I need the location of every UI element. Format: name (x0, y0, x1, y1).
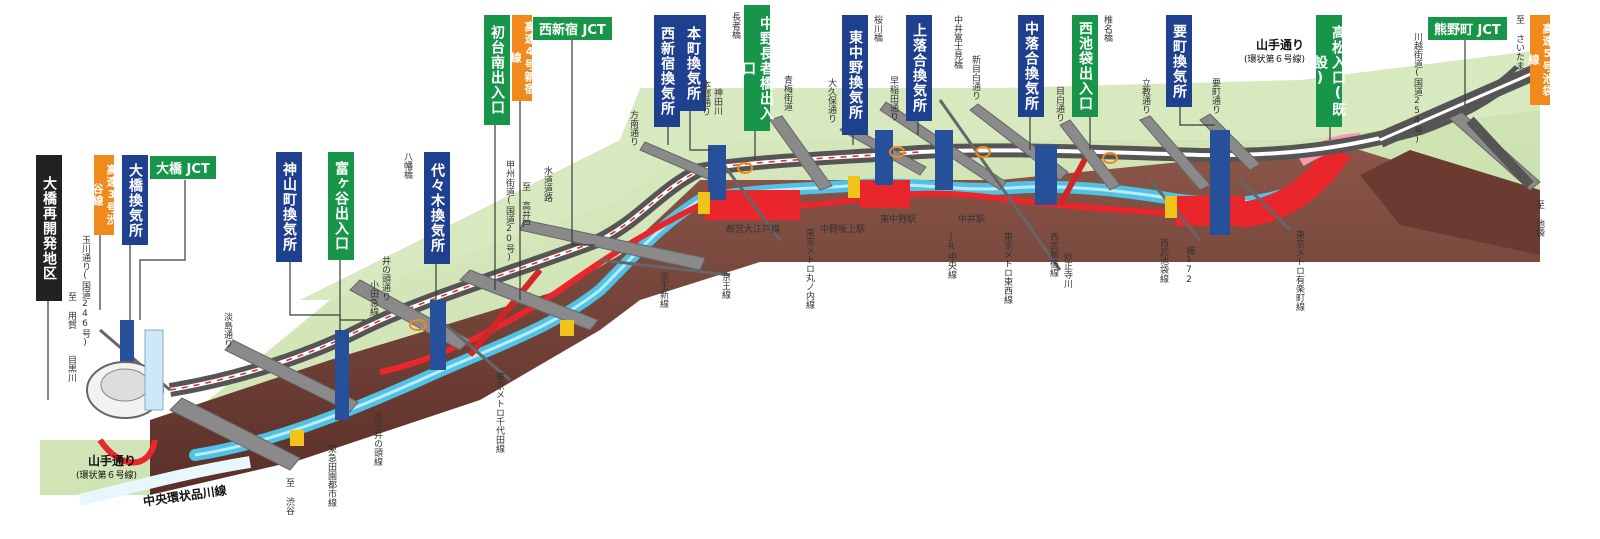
shinmejiro-label: 新目白通り (970, 55, 980, 100)
seibu-ike-label: 西武池袋線 (1158, 238, 1168, 283)
nakai-label: 中井駅 (958, 215, 986, 225)
ohashi-jct-loop (78, 329, 251, 506)
to-shibuya-label: 至 渋谷 (284, 478, 294, 515)
leader-lines (47, 35, 1541, 400)
to-ikebukuro-label: 至 池袋 (1534, 200, 1544, 237)
nakano-chojabashi-label: 中野長者橋出入口 (740, 5, 774, 131)
kumanocho-jct-label: 熊野町 JCT (1428, 17, 1507, 40)
shuto4-label: 高速4号新宿線 (509, 15, 536, 101)
shuto5-label: 高速5号池袋線 (1527, 15, 1554, 105)
nakaochiai-vent-label: 中落合換気所 (1018, 15, 1044, 117)
odakyu-label: 小田急線 (368, 280, 378, 316)
portals (290, 176, 1177, 446)
inokashira-dori-label: 井の頭通り (380, 256, 390, 301)
keio-new-label: 京王新線 (658, 272, 668, 308)
rikkyo-label: 立教通り (1140, 78, 1150, 114)
keio-label: 京王線 (720, 272, 730, 299)
shuto3-label: 高速3号渋谷線 (91, 155, 118, 235)
ohashi-vent-label: 大橋換気所 (122, 155, 148, 245)
seibu-shinjuku-label: 西武新宿線 (1048, 232, 1058, 277)
ohashi-jct-label: 大橋 JCT (150, 156, 216, 179)
ome-label: 青梅街道 (782, 75, 792, 111)
takamatsu-ramp (1238, 142, 1351, 228)
koshu-label: 甲州街道(国道20号) (504, 160, 514, 263)
sakuragawa-label: 桜川橋 (872, 15, 882, 42)
mejiro-label: 目白通り (1054, 86, 1064, 122)
to-saitama-label: 至 さいたま (1514, 15, 1524, 70)
kawagoe-label: 川越街道(国道254号) (1412, 32, 1422, 145)
r172-label: 補172 (1184, 246, 1194, 285)
tozai-label: 東京メトロ東西線 (1002, 232, 1012, 304)
earth-section (150, 150, 1540, 495)
kamiochiai-vent-label: 上落合換気所 (906, 15, 932, 121)
oedo-label: 都営大江戸線 (726, 225, 781, 235)
nishiikebukuro-label: 西池袋出入口 (1072, 15, 1098, 117)
to-yoga-label: 至 用賀 (66, 292, 76, 329)
jr-chuo-label: JR中央線 (946, 232, 956, 279)
tamagawa-label: 玉川通り(国道246号) (80, 235, 90, 348)
railways (99, 99, 1292, 392)
yoyogi-vent-label: 代々木換気所 (424, 152, 450, 264)
chojabashi-label: 長者橋 (730, 12, 740, 39)
suido-label: 水道道路 (542, 166, 552, 202)
vent-towers (120, 130, 1230, 420)
kandagawa-label: 神田川 (712, 88, 722, 115)
wasedadori-label: 早稲田通り (888, 76, 898, 121)
shiina-label: 椎名橋 (1102, 15, 1112, 42)
yamate-bottom-sub: (環状第６号線) (76, 471, 138, 481)
orange-markers (409, 146, 1118, 331)
yurakucho-label: 東京メトロ有楽町線 (1294, 230, 1304, 311)
earth-right (1360, 150, 1540, 255)
red-connector-b (1057, 148, 1093, 207)
hachiman-label: 八幡橋 (402, 152, 412, 179)
ohashi-redevelopment-label: 大橋再開発地区 (36, 155, 62, 301)
kamiyama-vent-label: 神山町換気所 (276, 152, 302, 262)
nishishinjuku-vent-label: 西新宿換気所 (654, 15, 680, 127)
nakai-fuji-label: 中井富士見橋 (952, 15, 962, 69)
upper-grass (300, 50, 1540, 300)
kaname-dori-label: 要町通り (1210, 78, 1220, 114)
kanamecho-vent-label: 要町換気所 (1166, 15, 1192, 107)
hoshida-label: 方南通り (628, 110, 638, 146)
higashinakano-vent-label: 東中野換気所 (842, 15, 868, 135)
nakanosakaue-label: 中野坂上駅 (820, 225, 866, 235)
tomigaya-label: 富ヶ谷出入口 (328, 152, 354, 260)
chiyoda-label: 東京メトロ千代田線 (494, 372, 504, 453)
keio-inokashira-label: 京王井の頭線 (372, 412, 382, 466)
meguro-label: 目黒川 (66, 355, 76, 382)
hatsudai-label: 初台南出入口 (484, 15, 510, 125)
tunnel-red (379, 190, 1231, 375)
okubo-label: 大久保通り (826, 78, 836, 123)
awashima-label: 淡島通り (222, 312, 232, 348)
higashinakano-label: 東中野駅 (880, 215, 917, 225)
to-takaido-label: 至 高井戸 (520, 182, 530, 228)
myoshoji-label: 妙正寺川 (1062, 252, 1072, 288)
yamate-top-sub: (環状第６号線) (1244, 55, 1306, 65)
tokyu-label: 東急田園都市線 (326, 444, 336, 507)
kumanocho-jct (1376, 62, 1544, 189)
honmachi-dori-label: 本郷通り (700, 80, 710, 116)
yamate-bottom-label: 山手通り (88, 454, 137, 468)
nishishinjuku-jct-label: 西新宿 JCT (533, 17, 612, 40)
takamatsu-label: 高松入口(既設) (1312, 15, 1346, 127)
marunouchi-label: 東京メトロ丸ノ内線 (804, 228, 814, 309)
honmachi-vent-label: 本町換気所 (680, 15, 706, 111)
red-connector-a (467, 268, 543, 357)
yamate-top-label: 山手通り (1256, 38, 1305, 52)
